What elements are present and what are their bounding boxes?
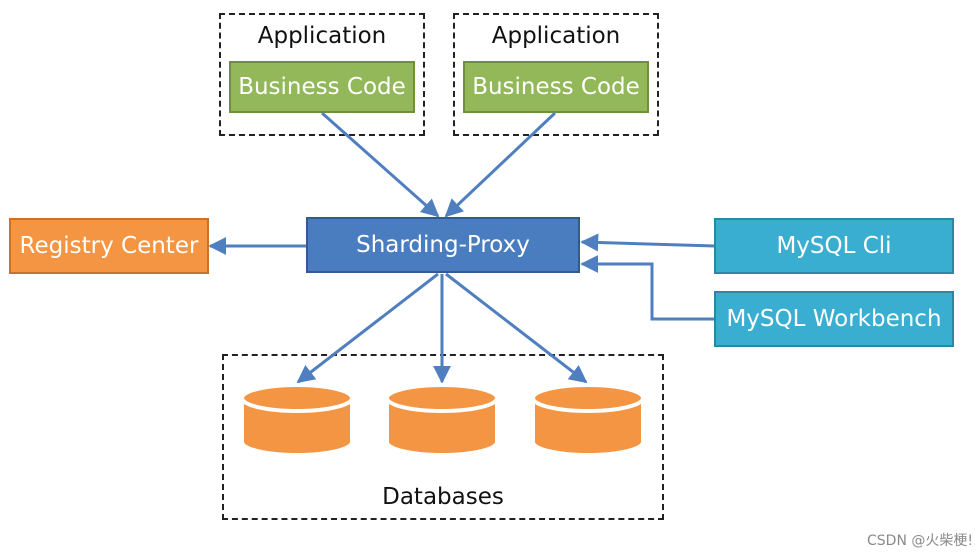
mysql-cli-box: MySQL Cli <box>714 218 954 274</box>
application-title: Application <box>257 23 387 49</box>
watermark: CSDN @火柴梗! <box>867 533 973 549</box>
arrow-workbench-to-proxy <box>580 255 715 321</box>
arrow-app1-to-proxy <box>321 111 440 218</box>
arrow-cli-to-proxy <box>580 233 716 252</box>
business-code-box: Business Code <box>463 61 649 113</box>
arrow-proxy-to-db-3 <box>445 272 588 384</box>
database-cylinder-3 <box>531 383 645 457</box>
database-cylinder-1 <box>240 383 354 457</box>
business-code-box: Business Code <box>229 61 415 113</box>
registry-center-box: Registry Center <box>9 218 209 274</box>
arrow-proxy-to-db-1 <box>296 272 439 384</box>
arrow-app2-to-proxy <box>444 111 557 218</box>
application-box-1: Application Business Code <box>219 13 425 136</box>
database-cylinder-2 <box>385 383 499 457</box>
application-box-2: Application Business Code <box>453 13 659 136</box>
application-title: Application <box>491 23 621 49</box>
mysql-workbench-box: MySQL Workbench <box>714 291 954 347</box>
sharding-proxy-box: Sharding-Proxy <box>306 217 580 273</box>
databases-label: Databases <box>382 484 504 510</box>
